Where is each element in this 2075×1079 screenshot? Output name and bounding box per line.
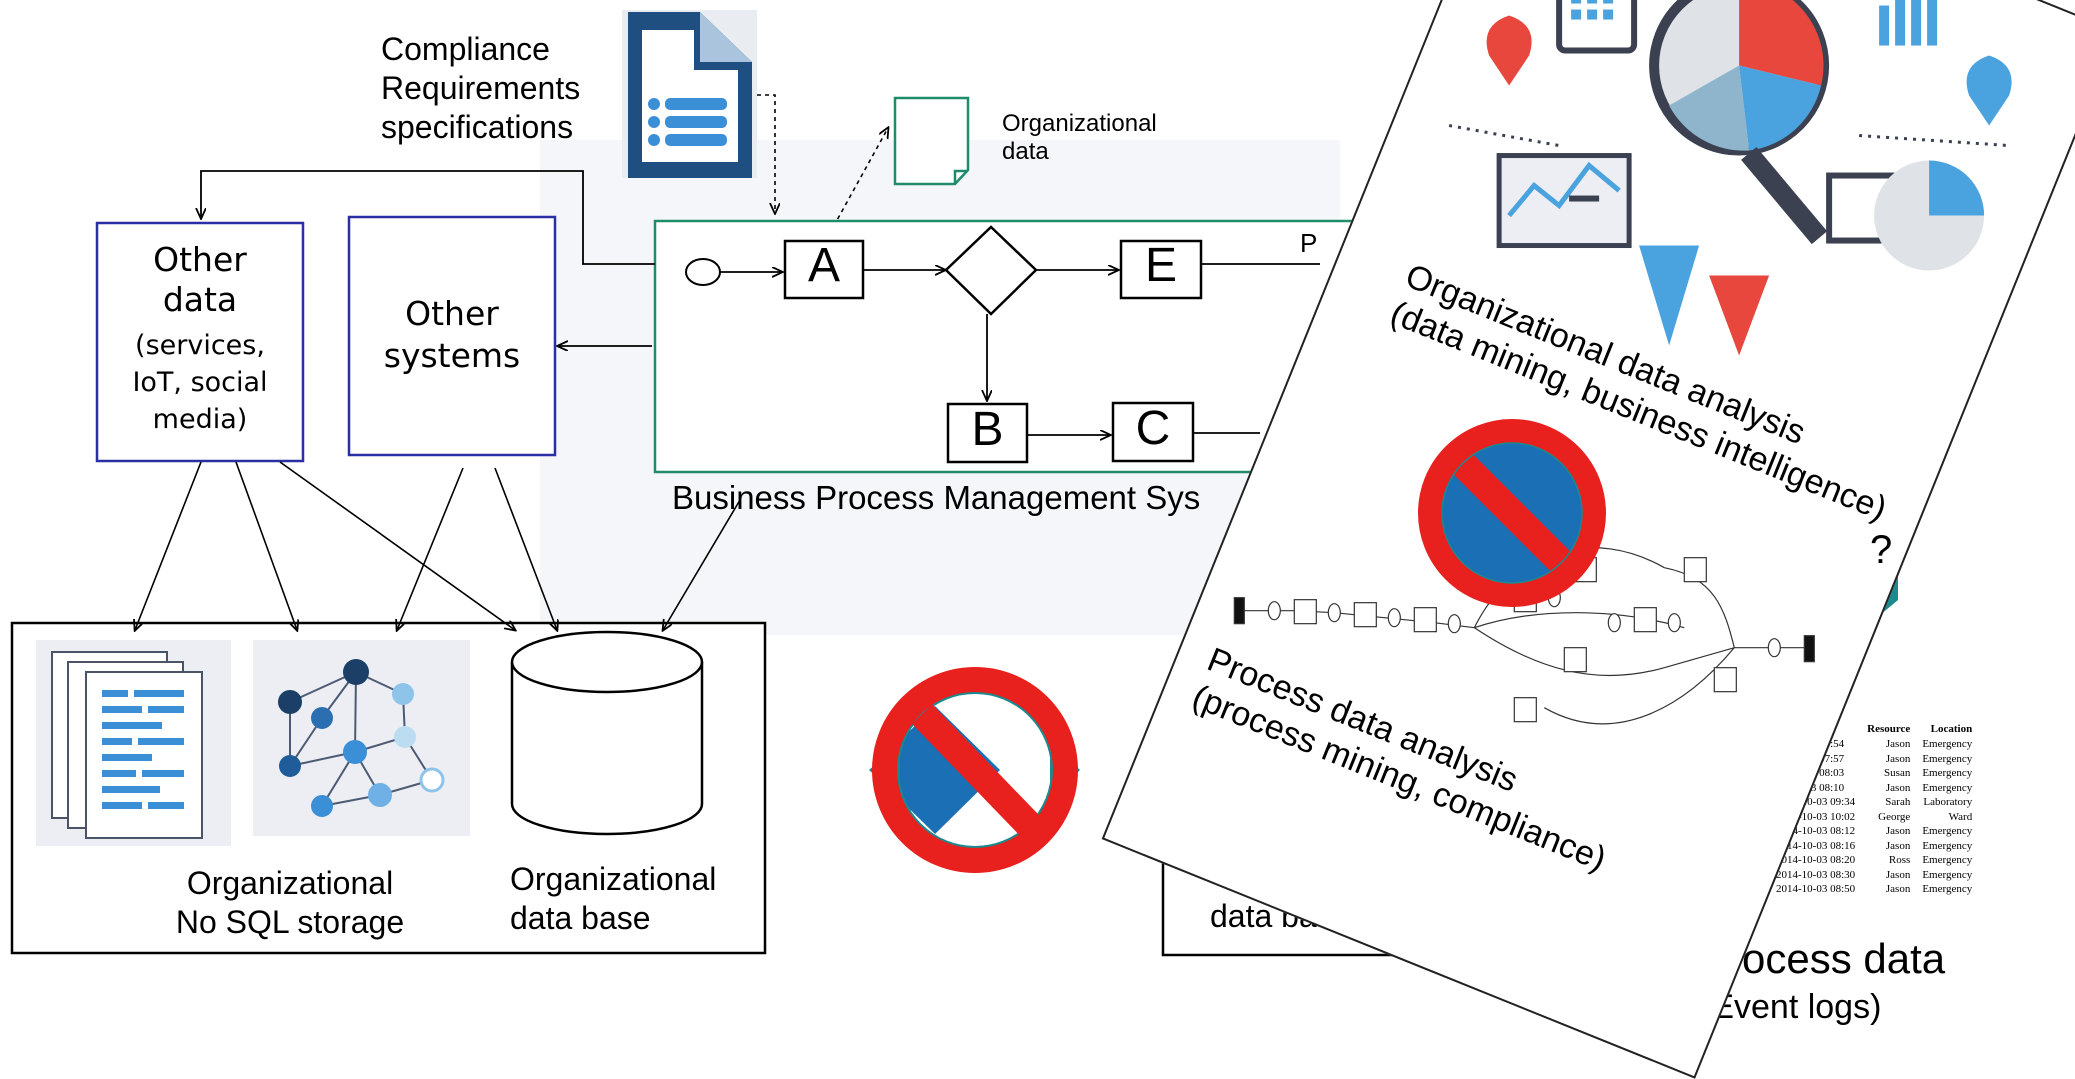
- task-b-label: B: [971, 403, 1004, 456]
- database-cylinder-icon: [510, 630, 704, 836]
- event-log-cell: 2014-10-03 08:20: [1776, 854, 1856, 866]
- task-c-box: [1111, 401, 1195, 463]
- event-log-cell: Emergency: [1922, 854, 1973, 866]
- event-log-row: 2014-10-03 08:16 Jason Emergency: [1770, 839, 1978, 854]
- question-mark: ?: [1870, 528, 1893, 572]
- event-log-cell: Emergency: [1922, 825, 1973, 837]
- event-log-cell: Emergency: [1922, 839, 1973, 852]
- event-log-cell: Emergency: [1922, 767, 1973, 779]
- bpms-label: Business Process Management Sys: [672, 479, 1201, 516]
- event-log-cell: Jason: [1885, 825, 1911, 837]
- event-log-header: Resource: [1867, 723, 1911, 735]
- event-log-cell: Ward: [1948, 810, 1973, 823]
- gateway-diamond: [944, 225, 1038, 316]
- start-event: [685, 258, 721, 286]
- event-log-cell: Jason: [1885, 839, 1911, 852]
- event-log-cell: 2014-10-03 08:50: [1776, 883, 1856, 895]
- task-a-to-org-data-arrow: [825, 128, 888, 241]
- analysis-card: Organizational data analysis (data minin…: [1101, 0, 2075, 1079]
- event-log-cell: Susan: [1884, 767, 1911, 779]
- compliance-to-bpms-arrow: [757, 94, 775, 213]
- prohibited-sign-center: [869, 667, 1080, 873]
- other-systems-box: [347, 215, 557, 457]
- event-log-cell: Sarah: [1885, 796, 1911, 808]
- database-label: Organizational data base: [510, 861, 717, 936]
- graph-network-icon: [253, 640, 470, 836]
- process-data-subtitle: (Event logs): [1700, 988, 1882, 1026]
- task-a-box: [783, 239, 865, 300]
- event-log-row: 2014-10-03 08:30 Jason Emergency: [1770, 868, 1978, 883]
- event-log-cell: 2014-10-03 08:30: [1776, 868, 1856, 881]
- event-log-row: 2014-10-03 08:20 Ross Emergency: [1770, 853, 1978, 868]
- task-b-box: [946, 402, 1029, 464]
- other-systems-label: Other systems: [383, 294, 521, 375]
- bpms-p-fragment: P: [1300, 228, 1318, 258]
- prohibited-sign-card: [1418, 419, 1606, 607]
- event-log-cell: Emergency: [1922, 868, 1973, 881]
- document-stack-icon: [36, 640, 231, 846]
- event-log-cell: Jason: [1885, 752, 1911, 765]
- org-data-label: Organizational data: [1002, 110, 1157, 165]
- other-data-box: [95, 221, 305, 463]
- event-log-cell: Jason: [1885, 868, 1911, 881]
- event-log-header: Location: [1930, 723, 1973, 735]
- compliance-label: Compliance Requirements specifications: [381, 31, 581, 145]
- event-log-cell: Emergency: [1922, 738, 1973, 750]
- event-log-cell: Emergency: [1922, 752, 1973, 765]
- other-data-title: Other data: [153, 240, 247, 319]
- event-log-cell: Ross: [1888, 854, 1911, 866]
- bpms-to-other-data-arrow: [201, 170, 655, 265]
- other-data-subtitle: (services, IoT, social media): [132, 330, 268, 435]
- event-log-row: 2014-10-03 08:50 Jason Emergency: [1770, 882, 1978, 897]
- compliance-document-icon: [622, 10, 757, 178]
- event-log-cell: Jason: [1885, 781, 1911, 794]
- event-log-cell: Emergency: [1922, 883, 1973, 895]
- event-log-cell: Emergency: [1922, 781, 1973, 794]
- task-c-label: C: [1135, 402, 1171, 455]
- task-e-box: [1119, 239, 1203, 300]
- task-a-label: A: [807, 239, 840, 292]
- data-analysis-illustration: [1448, 0, 2012, 356]
- event-log-cell: 2014-10-03 08:16: [1776, 839, 1856, 852]
- task-e-label: E: [1144, 239, 1177, 292]
- event-log-cell: Jason: [1885, 738, 1911, 750]
- nosql-storage-label: Organizational No SQL storage: [175, 865, 405, 940]
- org-data-document-icon: [893, 96, 970, 186]
- event-log-cell: Laboratory: [1923, 796, 1973, 808]
- event-log-cell: Jason: [1885, 883, 1911, 895]
- event-log-cell: George: [1878, 810, 1911, 823]
